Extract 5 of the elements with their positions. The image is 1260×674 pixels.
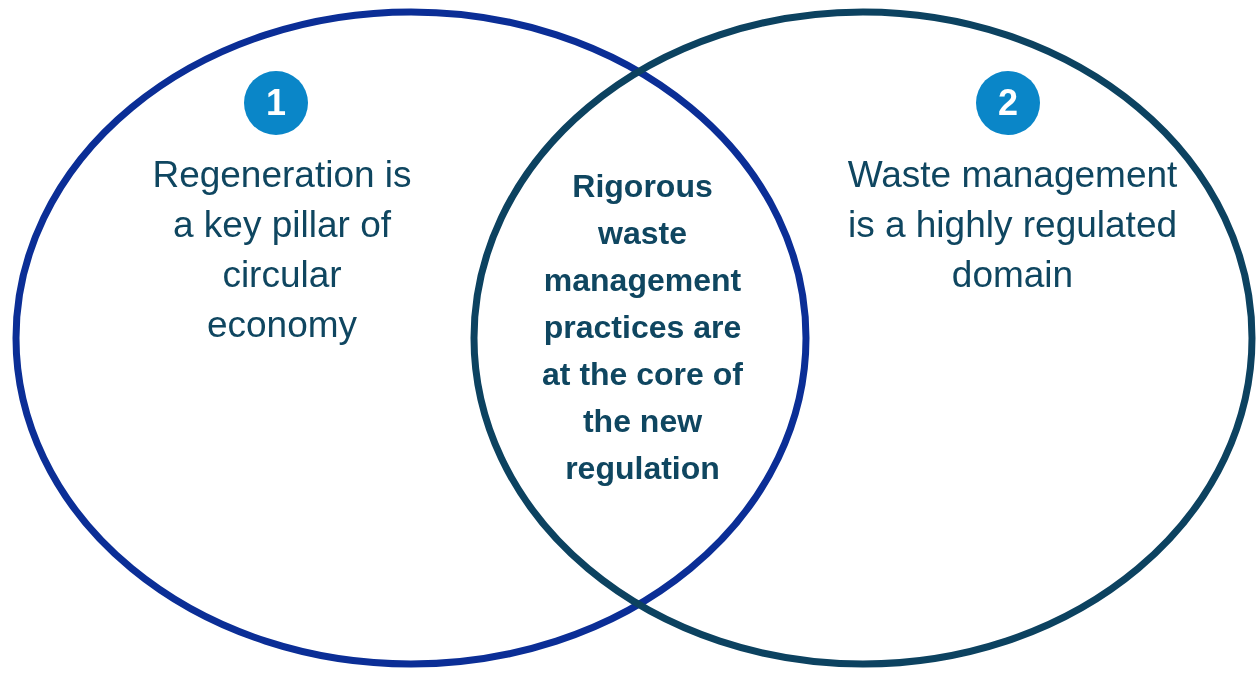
set-description: Regeneration is a key pillar of circular economy [151,153,413,347]
intersection-text: Rigorous waste management practices are at the core of the new regulation [541,167,744,488]
number-badge: 1 [244,71,308,135]
number-badge: 2 [976,71,1040,135]
set-description: Waste management is a highly regulated domain [846,153,1179,297]
